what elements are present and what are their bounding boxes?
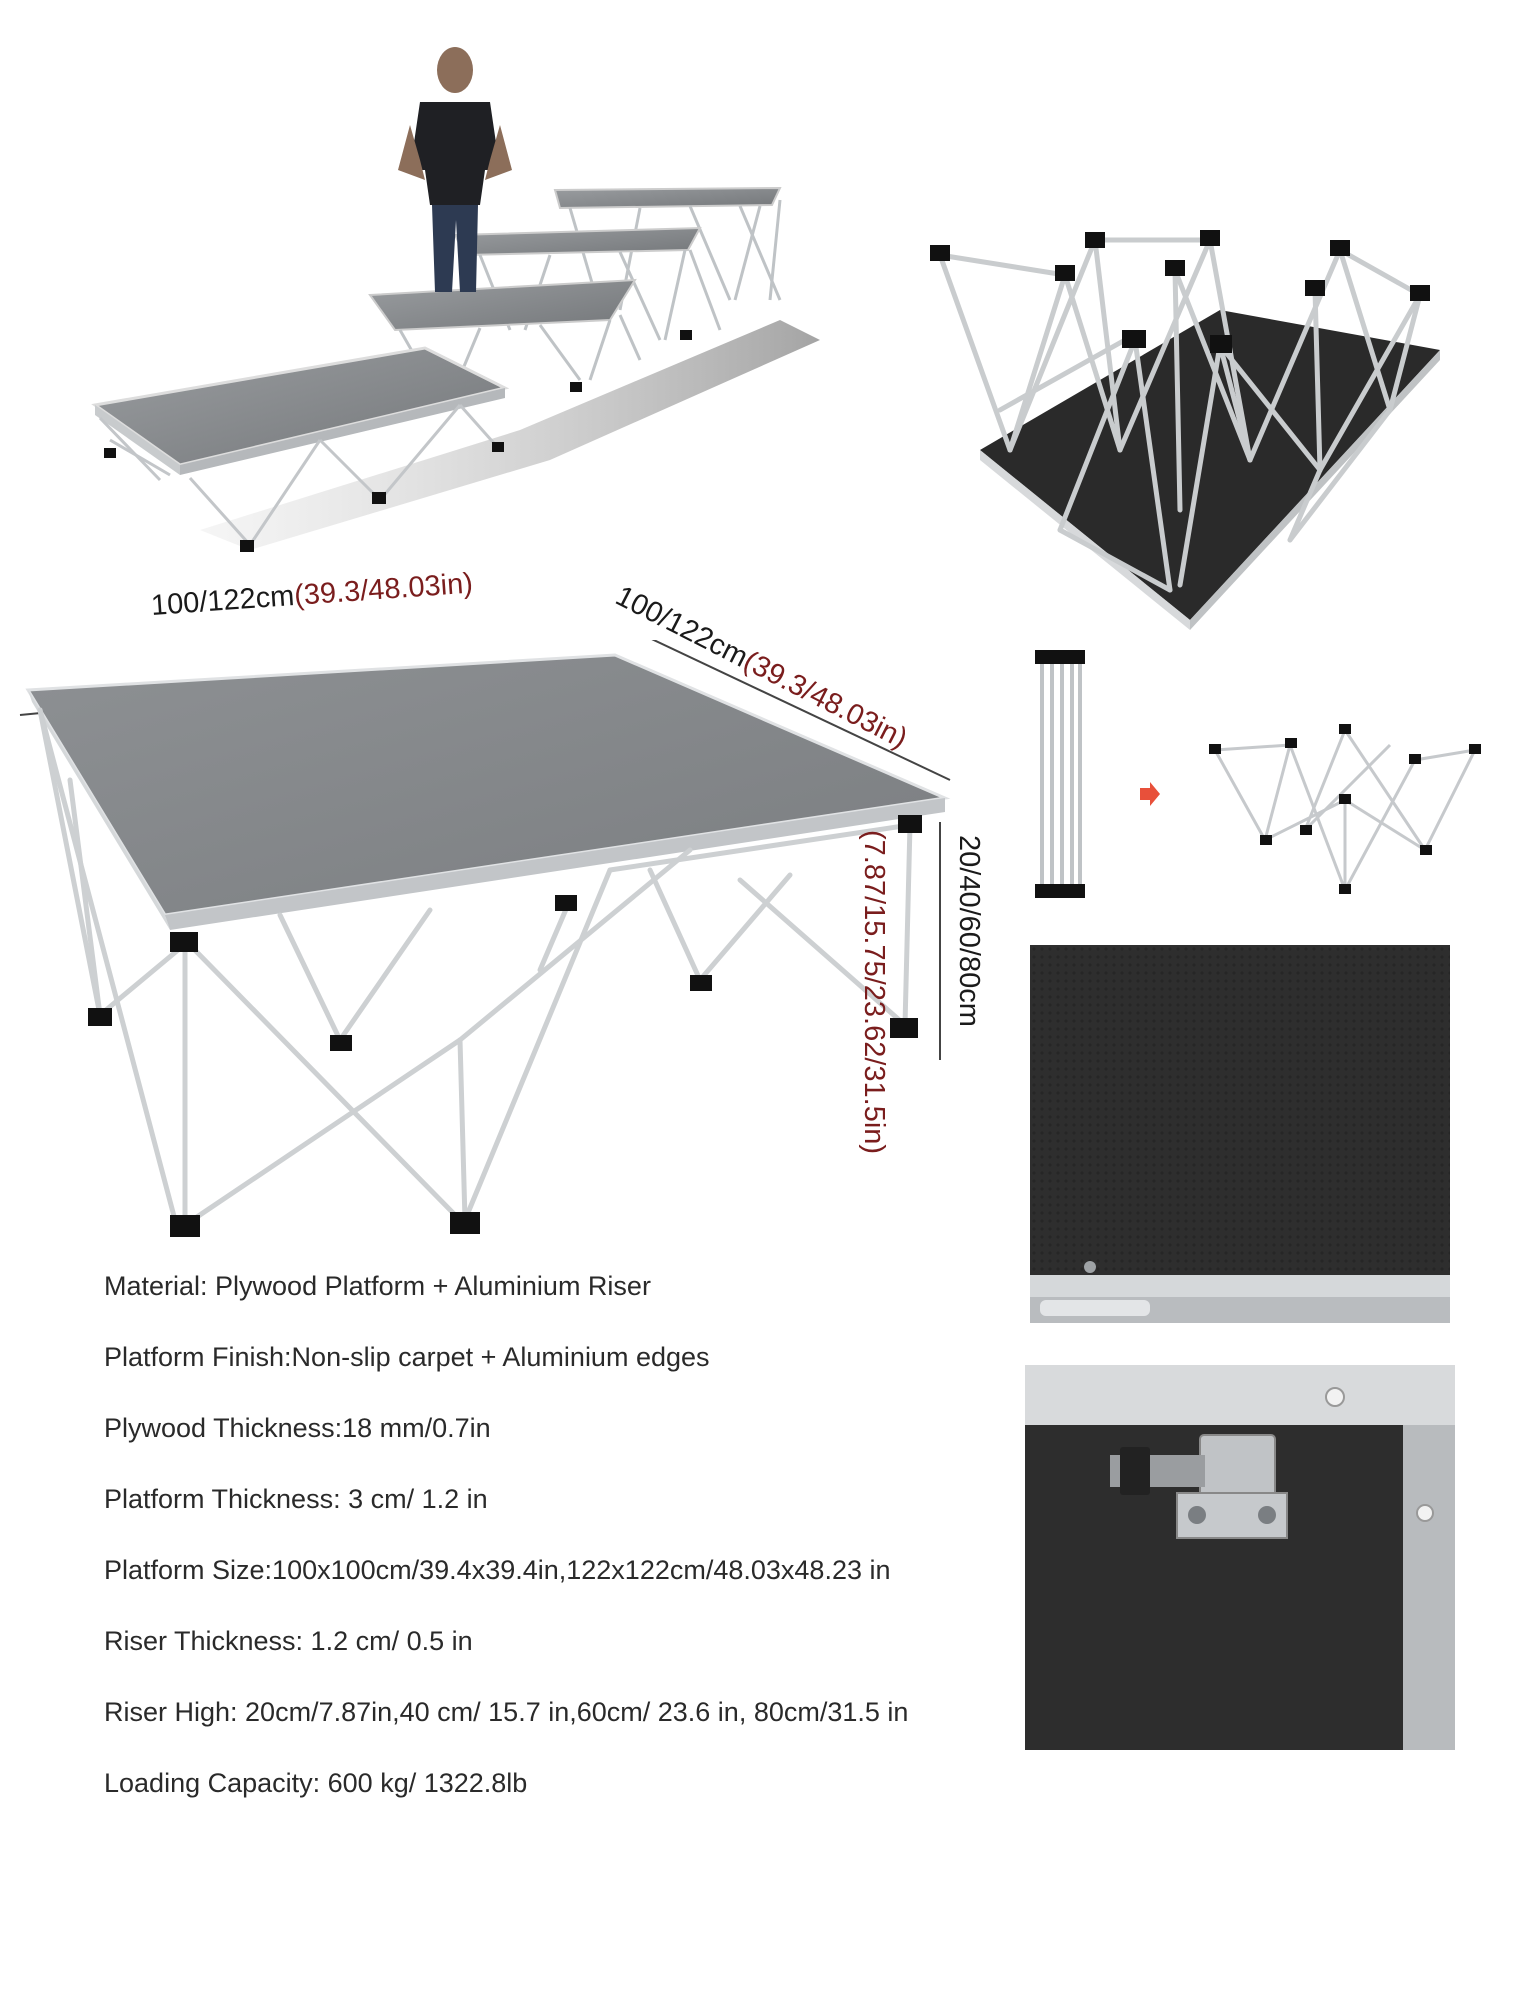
stage-platform-drawing bbox=[10, 640, 970, 1240]
height-imperial: (7.87/15.75/23.62/31.5in) bbox=[858, 830, 890, 1155]
width-dimension-label: 100/122cm(39.3/48.03in) bbox=[150, 568, 474, 623]
height-dimension-label: 20/40/60/80cm bbox=[952, 835, 985, 1027]
unfolded-riser-photo bbox=[1205, 720, 1485, 900]
spec-riser-thickness: Riser Thickness: 1.2 cm/ 0.5 in bbox=[104, 1626, 473, 1656]
spec-plywood-thickness: Plywood Thickness:18 mm/0.7in bbox=[104, 1413, 491, 1443]
stepped-stage-photo bbox=[80, 30, 820, 560]
spec-platform-thickness: Platform Thickness: 3 cm/ 1.2 in bbox=[104, 1484, 488, 1514]
spec-list: Material: Plywood Platform + Aluminium R… bbox=[104, 1262, 1004, 1830]
spec-platform-finish: Platform Finish:Non-slip carpet + Alumin… bbox=[104, 1342, 710, 1372]
width-imperial: (39.3/48.03in) bbox=[293, 567, 474, 612]
arrow-right-icon bbox=[1140, 782, 1160, 806]
spec-loading-capacity: Loading Capacity: 600 kg/ 1322.8lb bbox=[104, 1768, 528, 1798]
person-figure bbox=[398, 47, 512, 292]
deck-underside-photo bbox=[1030, 945, 1450, 1330]
spec-platform-size: Platform Size:100x100cm/39.4x39.4in,122x… bbox=[104, 1555, 891, 1585]
height-imperial-label: (7.87/15.75/23.62/31.5in) bbox=[857, 830, 890, 1154]
height-metric: 20/40/60/80cm bbox=[953, 835, 985, 1027]
spec-riser-high: Riser High: 20cm/7.87in,40 cm/ 15.7 in,6… bbox=[104, 1697, 909, 1727]
folded-riser-photo bbox=[1030, 650, 1090, 900]
width-metric: 100/122cm bbox=[150, 579, 296, 622]
riser-frame-photo bbox=[920, 210, 1460, 640]
spec-material: Material: Plywood Platform + Aluminium R… bbox=[104, 1271, 651, 1301]
edge-latch-photo bbox=[1025, 1365, 1455, 1750]
